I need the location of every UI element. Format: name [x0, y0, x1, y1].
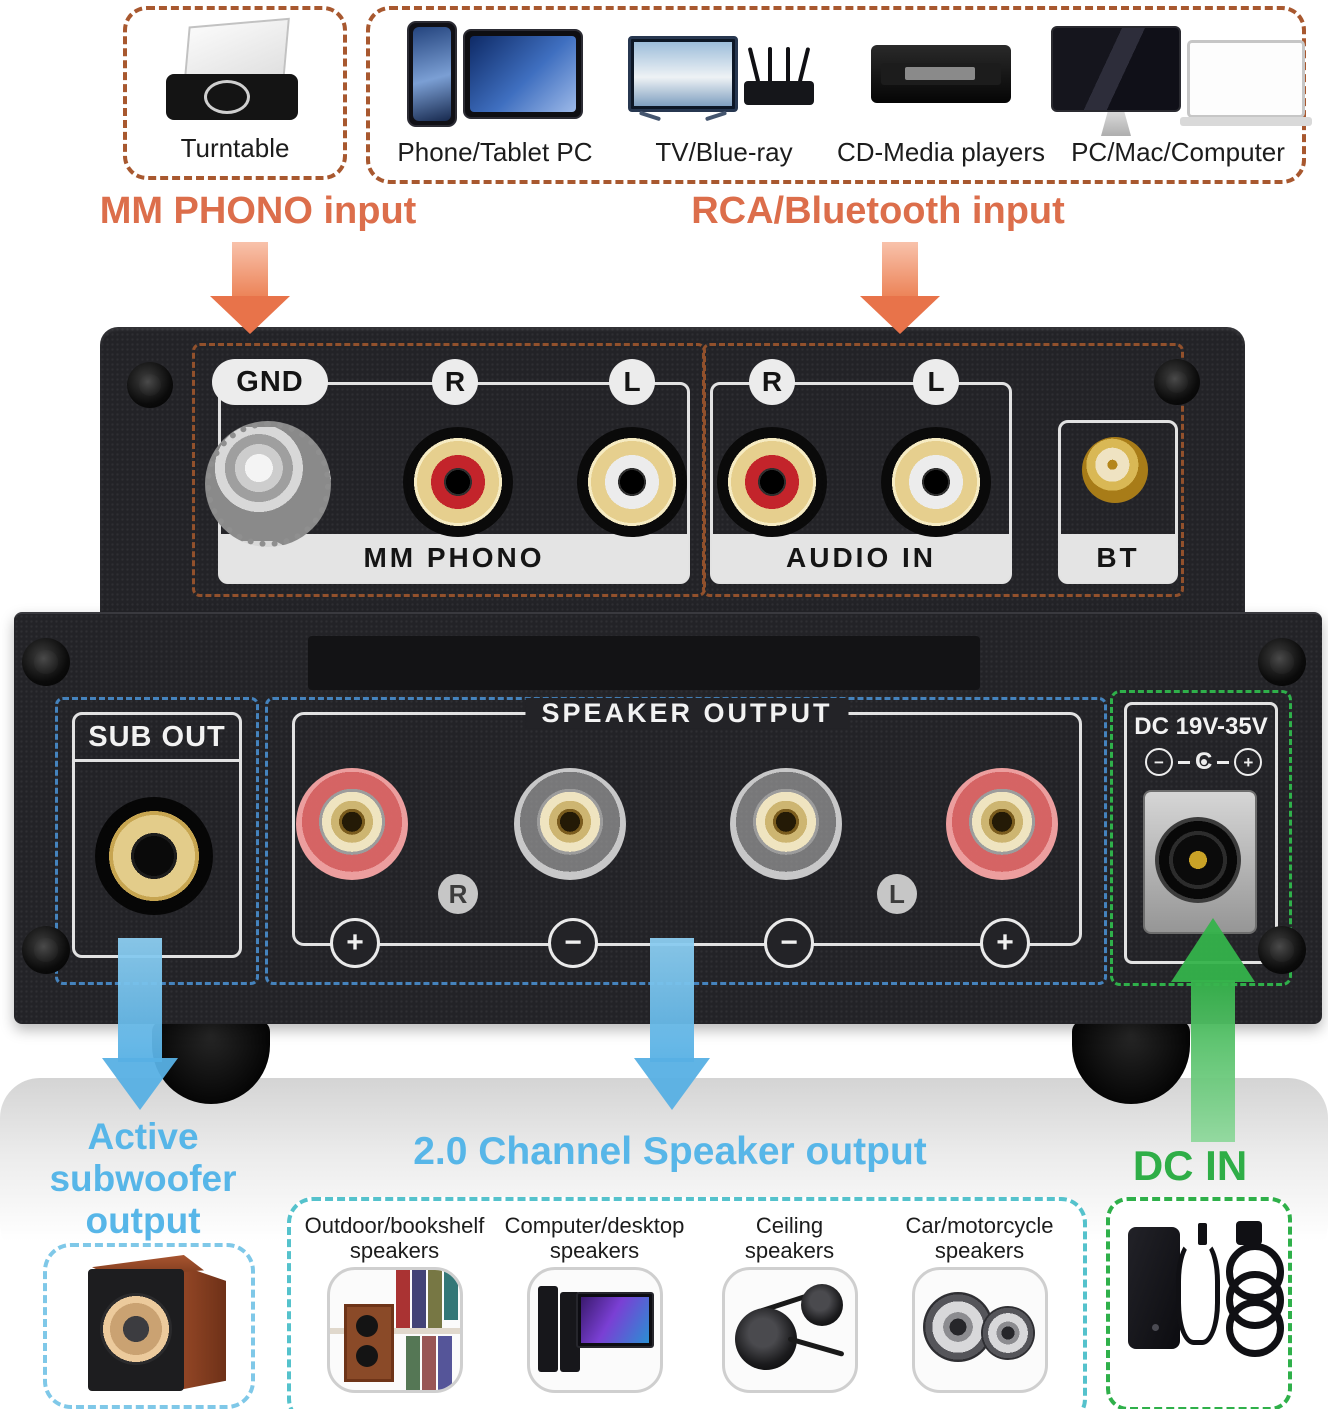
speaker-post-r-minus	[514, 768, 626, 880]
imac-icon	[1051, 26, 1181, 136]
speaker-left-badge: L	[877, 874, 917, 914]
speaker-arrow-icon	[650, 938, 694, 1062]
minus-symbol: −	[764, 918, 814, 968]
speaker-post-l-plus	[946, 768, 1058, 880]
bookshelf-speakers-label: Outdoor/bookshelf speakers	[304, 1212, 485, 1263]
dc-voltage-label: DC 19V-35V	[1134, 713, 1268, 740]
subwoofer-box	[43, 1243, 255, 1409]
audio-right-label: R	[749, 359, 795, 405]
ceiling-speakers-icon	[721, 1267, 858, 1393]
car-speakers-icon	[911, 1267, 1048, 1393]
desktop-speakers-icon	[526, 1267, 663, 1393]
channel-speaker-output-label: 2.0 Channel Speaker output	[413, 1130, 927, 1173]
sub-out-arrow-icon	[118, 938, 162, 1062]
power-adapter-box	[1106, 1197, 1292, 1409]
phono-right-label: R	[432, 359, 478, 405]
audio-left-rca-jack	[881, 427, 991, 537]
turntable-label: Turntable	[180, 133, 290, 163]
plus-symbol: +	[980, 918, 1030, 968]
screw-icon	[1154, 359, 1200, 405]
audio-bt-highlight-box	[702, 343, 1184, 597]
phone-icon	[407, 20, 457, 127]
subwoofer-icon	[64, 1251, 234, 1401]
sub-out-arrowhead-icon	[102, 1058, 178, 1110]
speaker-right-badge: R	[438, 874, 478, 914]
desktop-speakers-label: Computer/desktop speakers	[504, 1212, 685, 1263]
audio-in-section: AUDIO IN	[710, 382, 1012, 584]
mm-phono-arrow-icon	[232, 242, 268, 298]
pc-mac-label: PC/Mac/Computer	[1071, 137, 1285, 167]
mm-phono-input-label: MM PHONO input	[99, 190, 417, 232]
phone-tablet-label: Phone/Tablet PC	[397, 137, 593, 167]
audio-left-label: L	[913, 359, 959, 405]
polarity-positive: +	[1234, 748, 1263, 776]
model-blackout-bar	[308, 636, 980, 690]
dc-jack-icon	[1155, 817, 1241, 903]
audio-right-rca-jack	[717, 427, 827, 537]
audio-in-section-label: AUDIO IN	[712, 534, 1010, 582]
power-adapter-icon	[1114, 1213, 1284, 1373]
gnd-terminal-icon	[205, 421, 331, 547]
speaker-output-title: SPEAKER OUTPUT	[525, 697, 849, 729]
rca-bt-arrowhead-icon	[860, 296, 940, 334]
speaker-post-l-minus	[730, 768, 842, 880]
polarity-negative: −	[1145, 748, 1173, 776]
ceiling-speakers-label: Ceiling speakers	[744, 1212, 835, 1263]
plus-symbol: +	[330, 918, 380, 968]
bookshelf-speakers-icon	[326, 1267, 463, 1393]
dc-section: DC 19V-35V	[1124, 702, 1278, 964]
phono-left-rca-jack	[577, 427, 687, 537]
phono-right-rca-jack	[403, 427, 513, 537]
bt-section: BT	[1058, 420, 1178, 584]
tv-icon	[628, 35, 738, 121]
tablet-icon	[463, 28, 583, 119]
sub-out-section-label: SUB OUT	[75, 715, 239, 762]
mm-phono-section: MM PHONO	[218, 382, 690, 584]
speaker-post-r-plus	[296, 768, 408, 880]
gnd-label: GND	[212, 359, 328, 405]
rca-bt-arrow-icon	[882, 242, 918, 298]
line-sources-box: Phone/Tablet PC TV/Blue-ray	[366, 6, 1312, 184]
tv-bluray-label: TV/Blue-ray	[655, 137, 793, 167]
speaker-types-box: Outdoor/bookshelf speakers Computer/desk…	[287, 1197, 1087, 1409]
mm-phono-arrowhead-icon	[210, 296, 290, 334]
dc-polarity-icon: − C +	[1145, 748, 1263, 776]
laptop-icon	[1180, 40, 1312, 126]
bt-section-label: BT	[1060, 534, 1176, 582]
dc-arrowhead-icon	[1171, 918, 1255, 982]
screw-icon	[22, 926, 70, 974]
bt-antenna-connector-icon	[1082, 437, 1148, 503]
polarity-center-pin: C	[1195, 748, 1213, 775]
screw-icon	[1258, 638, 1306, 686]
cd-player-icon	[871, 44, 1011, 103]
car-speakers-label: Car/motorcycle speakers	[905, 1212, 1054, 1263]
dc-in-label: DC IN	[1132, 1142, 1248, 1189]
minus-symbol: −	[548, 918, 598, 968]
phono-left-label: L	[609, 359, 655, 405]
router-icon	[744, 43, 820, 105]
screw-icon	[1258, 926, 1306, 974]
active-subwoofer-label: Active subwoofer output	[49, 1116, 237, 1242]
screw-icon	[22, 638, 70, 686]
sub-out-rca-jack	[95, 797, 213, 915]
mm-phono-section-label: MM PHONO	[220, 534, 688, 582]
cd-players-label: CD-Media players	[836, 137, 1046, 167]
turntable-box: Turntable	[123, 6, 347, 180]
speaker-arrowhead-icon	[634, 1058, 710, 1110]
dc-arrow-icon	[1191, 980, 1235, 1142]
turntable-icon	[160, 10, 310, 133]
screw-icon	[127, 362, 173, 408]
rca-bluetooth-input-label: RCA/Bluetooth input	[691, 190, 1065, 232]
